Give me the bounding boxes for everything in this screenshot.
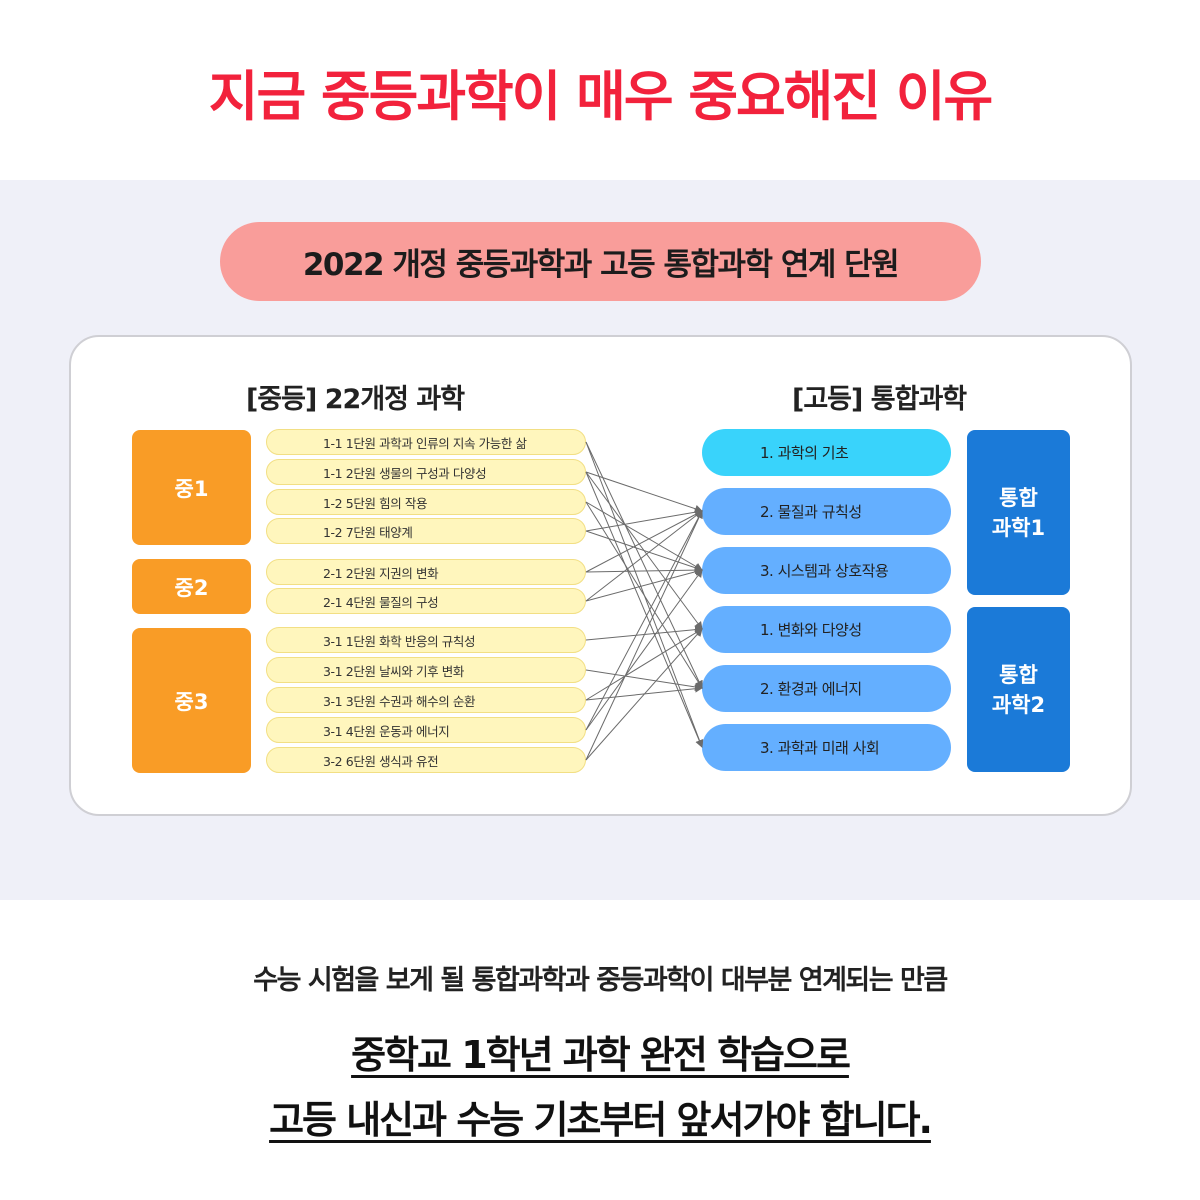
footer-emphasis-line-2: 고등 내신과 수능 기초부터 앞서가야 합니다. <box>0 1089 1200 1144</box>
unit-item: 1-1 1단원 과학과 인류의 지속 가능한 삶 <box>266 429 586 455</box>
course-box-1: 통합 과학1 <box>967 430 1070 595</box>
topic-item: 1. 과학의 기초 <box>702 429 951 476</box>
topic-item: 3. 시스템과 상호작용 <box>702 547 951 594</box>
diagram-title: 2022 개정 중등과학과 고등 통합과학 연계 단원 <box>220 222 981 301</box>
course-box-2: 통합 과학2 <box>967 607 1070 772</box>
grade-box-3: 중3 <box>132 628 251 773</box>
unit-item: 2-1 2단원 지권의 변화 <box>266 559 586 585</box>
unit-item: 3-1 3단원 수권과 해수의 순환 <box>266 687 586 713</box>
footer-emphasis-text: 고등 내신과 수능 기초부터 앞서가야 합니다. <box>269 1098 933 1142</box>
high-school-heading: [고등] 통합과학 <box>792 384 967 415</box>
grade-box-1: 중1 <box>132 430 251 545</box>
middle-school-heading: [중등] 22개정 과학 <box>246 384 465 415</box>
topic-item: 1. 변화와 다양성 <box>702 606 951 653</box>
unit-item: 3-1 4단원 운동과 에너지 <box>266 717 586 743</box>
topic-item: 2. 물질과 규칙성 <box>702 488 951 535</box>
course-label: 통합 과학2 <box>991 662 1046 717</box>
footer-emphasis-line-1: 중학교 1학년 과학 완전 학습으로 <box>0 1024 1200 1079</box>
topic-item: 3. 과학과 미래 사회 <box>702 724 951 771</box>
unit-item: 3-1 1단원 화학 반응의 규칙성 <box>266 627 586 653</box>
footer-emphasis-text: 중학교 1학년 과학 완전 학습으로 <box>351 1033 851 1077</box>
unit-item: 1-1 2단원 생물의 구성과 다양성 <box>266 459 586 485</box>
unit-item: 3-2 6단원 생식과 유전 <box>266 747 586 773</box>
unit-item: 1-2 5단원 힘의 작용 <box>266 489 586 515</box>
page-headline: 지금 중등과학이 매우 중요해진 이유 <box>208 65 993 128</box>
unit-item: 3-1 2단원 날씨와 기후 변화 <box>266 657 586 683</box>
footer-subtitle: 수능 시험을 보게 될 통합과학과 중등과학이 대부분 연계되는 만큼 <box>253 965 948 996</box>
unit-item: 1-2 7단원 태양계 <box>266 518 586 544</box>
course-label: 통합 과학1 <box>991 485 1046 540</box>
unit-item: 2-1 4단원 물질의 구성 <box>266 588 586 614</box>
grade-box-2: 중2 <box>132 559 251 614</box>
topic-item: 2. 환경과 에너지 <box>702 665 951 712</box>
